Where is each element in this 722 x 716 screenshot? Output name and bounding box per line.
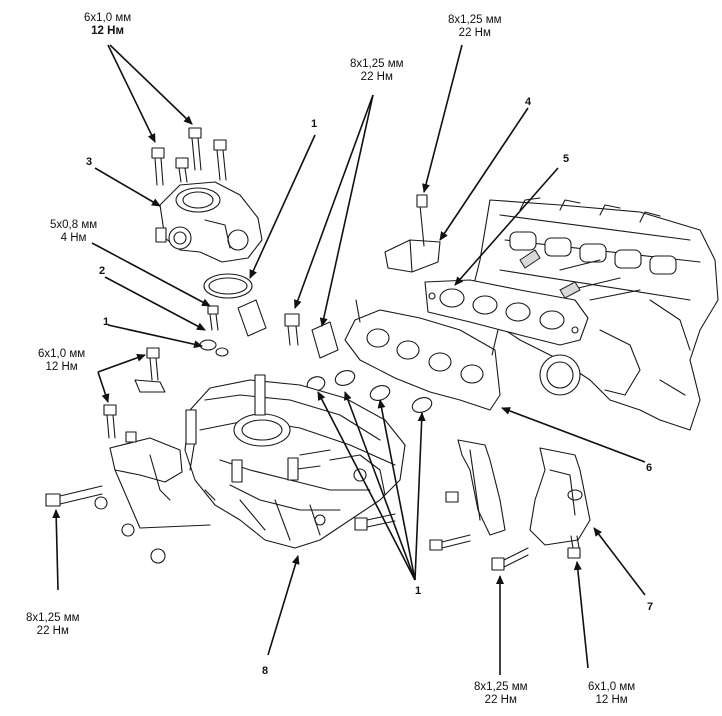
part-number-3: 3 — [86, 156, 93, 168]
spec-label-mid-left: 5x0,8 мм 4 Нм — [50, 219, 97, 245]
left-bracket — [94, 347, 211, 564]
thread-size: 6x1,0 мм — [84, 12, 132, 24]
thread-size: 8x1,25 мм — [26, 612, 80, 624]
manifold-bolt-right — [354, 513, 396, 531]
throttle-bolts — [151, 127, 227, 186]
intake-manifold — [184, 374, 406, 549]
thread-size: 5x0,8 мм — [50, 219, 98, 231]
spec-label-top-right: 8x1,25 мм 22 Нм — [448, 14, 502, 40]
thread-size: 8x1,25 мм — [474, 681, 528, 693]
thread-size: 8x1,25 мм — [350, 58, 404, 70]
intake-gasket — [424, 279, 589, 346]
o-rings — [306, 370, 433, 413]
part-number-4: 4 — [525, 96, 532, 108]
bracket-4 — [384, 194, 441, 273]
spec-label-bottom-left: 8x1,25 мм 22 Нм — [26, 612, 80, 638]
pcv-pipe-2 — [311, 321, 339, 359]
bottom-mid-bolt — [491, 547, 529, 571]
spec-label-bottom-mid: 8x1,25 мм 22 Нм — [474, 681, 528, 707]
part-number-7: 7 — [647, 601, 654, 613]
leader-arrows — [52, 44, 646, 675]
part-number-1-top: 1 — [311, 118, 318, 130]
throttle-body — [155, 181, 263, 263]
pcv-pipe — [237, 299, 267, 337]
part-number-8: 8 — [262, 665, 269, 677]
torque-value: 12 Нм — [91, 25, 124, 37]
manifold-flange-6 — [344, 299, 501, 411]
bracket-7 — [529, 447, 591, 559]
torque-value: 4 Нм — [60, 232, 87, 244]
torque-value: 12 Нм — [595, 694, 628, 706]
thread-size: 6x1,0 мм — [38, 348, 86, 360]
part-number-2: 2 — [99, 265, 106, 277]
spec-label-left: 6x1,0 мм 12 Нм — [38, 348, 85, 374]
spec-label-bottom-right: 6x1,0 мм 12 Нм — [588, 681, 635, 707]
torque-value: 22 Нм — [360, 71, 393, 83]
small-screw — [199, 305, 229, 357]
torque-value: 22 Нм — [36, 625, 69, 637]
engine-cylinder-head — [469, 197, 719, 431]
spec-label-top-left: 6x1,0 мм 12 Нм — [84, 12, 131, 38]
bottom-left-bolt — [45, 485, 103, 507]
manifold-bolt-center — [284, 313, 300, 346]
middle-bracket — [429, 439, 506, 551]
part-number-1-left: 1 — [103, 316, 110, 328]
thread-size: 6x1,0 мм — [588, 681, 636, 693]
part-number-6: 6 — [646, 462, 653, 474]
thread-size: 8x1,25 мм — [448, 14, 502, 26]
torque-value: 22 Нм — [484, 694, 517, 706]
spec-label-top-mid: 8x1,25 мм 22 Нм — [350, 58, 404, 84]
torque-value: 12 Нм — [45, 361, 78, 373]
part-number-1-bottom: 1 — [415, 585, 422, 597]
torque-value: 22 Нм — [458, 27, 491, 39]
part-number-5: 5 — [563, 153, 570, 165]
